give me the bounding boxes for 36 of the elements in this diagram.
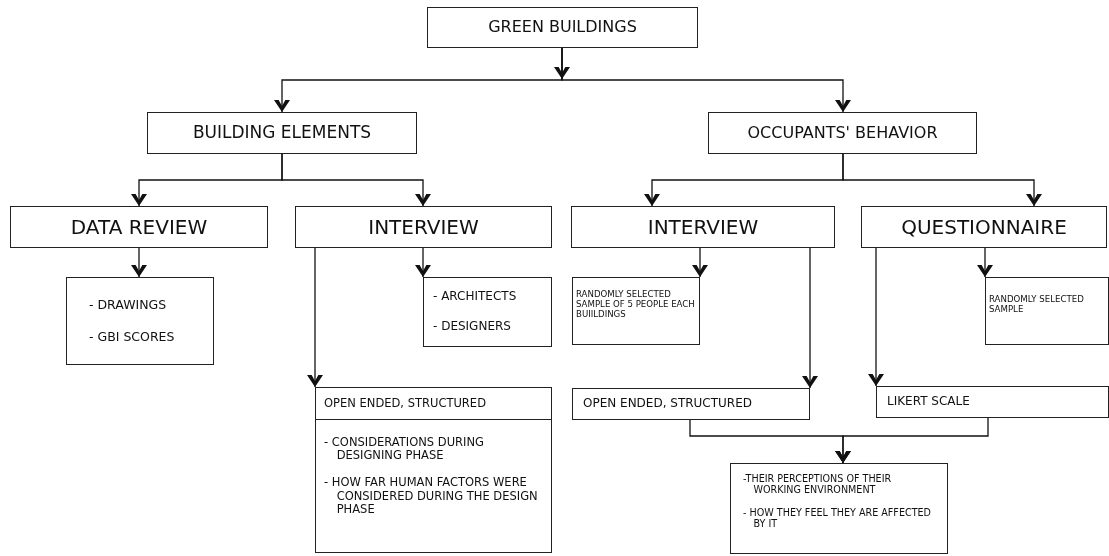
process-box [315,387,552,420]
process-box [427,7,698,48]
box-label: RANDOMLY SELECTED SAMPLE [989,295,1085,315]
category-box [708,112,977,154]
category-box [147,112,417,154]
list-item: - CONSIDERATIONS DURING DESIGNING PHASE [324,436,485,463]
category-box [571,206,835,248]
list-item: -THEIR PERCEPTIONS OF THEIR WORKING ENVIRONMENT [743,473,893,496]
category-box [572,277,700,345]
category-box [861,206,1107,248]
list-item: - HOW FAR HUMAN FACTORS WERE CONSIDERED DURING THE DESIGN PHASE [324,476,539,517]
list-item: - GBI SCORES [89,330,175,345]
box-label: INTERVIEW [647,215,759,239]
list-item: - ARCHITECTS [433,290,517,304]
list-item: - HOW THEY FEEL THEY ARE AFFECTED BY IT [743,507,932,530]
box-label: OCCUPANTS' BEHAVIOR [747,123,938,143]
process-box [572,388,810,420]
list-box [66,277,214,365]
box-label: GREEN BUILDINGS [488,18,637,37]
box-label: LIKERT SCALE [887,395,970,409]
box-label: DATA REVIEW [70,215,208,239]
list-item: - DRAWINGS [89,297,167,312]
list-box [423,277,552,347]
list-item: - DESIGNERS [433,320,511,334]
box-label: QUESTIONNAIRE [901,215,1067,239]
box-label: RANDOMLY SELECTED SAMPLE OF 5 PEOPLE EACH BUIILDINGS [576,290,696,320]
box-label: BUILDING ELEMENTS [192,123,372,143]
category-box [985,277,1109,345]
category-box [295,206,552,248]
box-label: OPEN ENDED, STRUCTURED [324,396,486,411]
box-label: INTERVIEW [368,215,479,239]
process-box [876,386,1109,418]
box-label: OPEN ENDED, STRUCTURED [583,397,753,411]
list-box [315,419,552,553]
category-box [10,206,268,248]
list-box [730,463,948,554]
